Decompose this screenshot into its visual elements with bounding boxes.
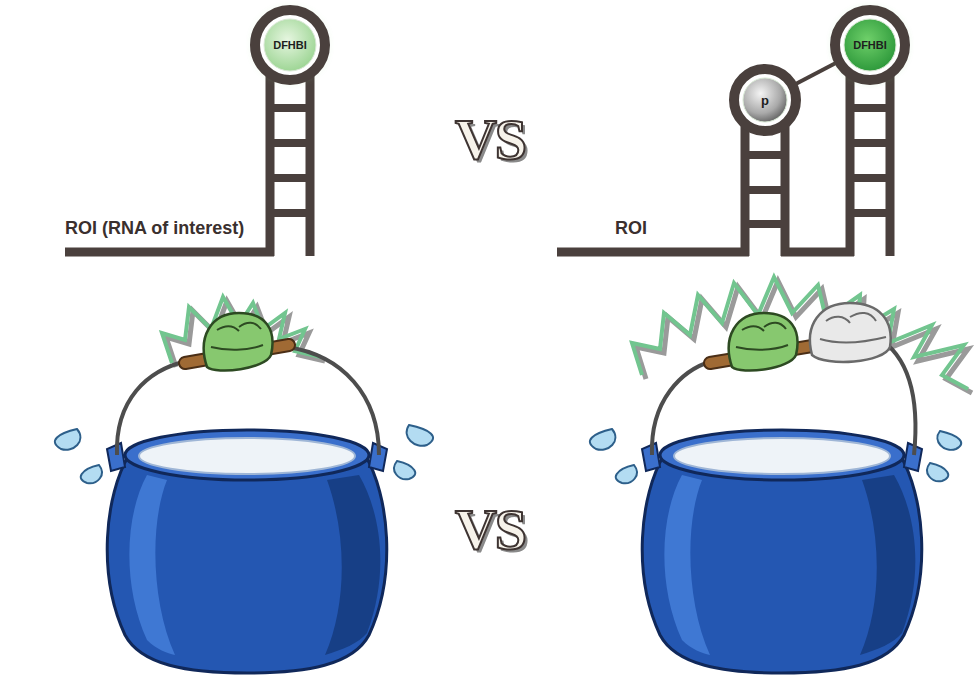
bucket-body: [107, 455, 387, 673]
bucket-illustration: [55, 297, 433, 673]
grey-fist: [810, 303, 891, 362]
bucket-rim: [125, 430, 369, 480]
stem-rail: [846, 76, 855, 256]
effort-burst: [632, 277, 968, 389]
rna-strand: [781, 248, 854, 257]
stem-rail: [886, 76, 895, 256]
bucket-ears: [107, 443, 387, 471]
stem-rail: [306, 76, 315, 256]
water-splash: [55, 429, 81, 450]
rna-stem: [65, 76, 310, 256]
bucket-highlight: [129, 475, 175, 655]
bucket-highlight: [664, 475, 710, 655]
bucket-ears: [642, 443, 922, 471]
versus-label: VS: [455, 111, 525, 169]
water-splash: [590, 429, 616, 450]
stem-rail: [266, 76, 275, 256]
bucket-shade: [860, 475, 915, 655]
base-pair-rungs: [850, 108, 890, 213]
rna-stem: [557, 76, 890, 256]
versus-label: VS: [455, 501, 525, 559]
water-splash: [937, 431, 961, 450]
bucket-rim: [660, 430, 904, 480]
rna-strand: [557, 248, 749, 257]
bucket-shade: [325, 475, 380, 655]
protein-loop: p: [729, 64, 801, 136]
water-splash: [394, 461, 415, 479]
water-surface: [674, 438, 890, 474]
bucket-illustration: [590, 277, 972, 673]
bucket-body: [642, 455, 922, 673]
green-fist: [729, 313, 798, 371]
bucket-handle-wire: [117, 361, 187, 455]
green-fist: [204, 313, 273, 371]
rna-label: ROI (RNA of interest): [65, 218, 244, 239]
water-splash: [927, 463, 948, 481]
rna-label: ROI: [615, 218, 647, 239]
water-surface: [139, 438, 355, 474]
water-splash: [616, 465, 637, 483]
rna-strand: [65, 248, 274, 257]
aptamer-loop: DFHBI: [250, 5, 330, 85]
base-pair-rungs: [270, 108, 310, 213]
node-label: DFHBI: [830, 5, 910, 85]
fist-knuckles: [736, 323, 788, 350]
water-splash: [407, 425, 433, 446]
water-splash: [81, 465, 102, 483]
node-label: DFHBI: [250, 5, 330, 85]
aptamer-loop: DFHBI: [830, 5, 910, 85]
fist-knuckles: [211, 323, 263, 350]
fist-knuckles: [820, 313, 886, 343]
bucket-handle-wire: [652, 361, 712, 455]
bucket-handle-wire: [287, 347, 379, 455]
base-pair-rungs: [745, 155, 785, 224]
node-label: p: [729, 64, 801, 136]
